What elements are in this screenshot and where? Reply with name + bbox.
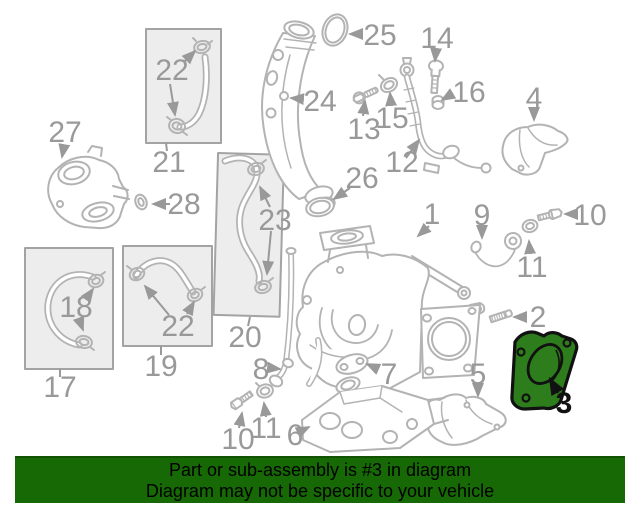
highlight-banner: Part or sub-assembly is #3 in diagram Di… <box>15 456 625 503</box>
part-7-gasket <box>335 353 369 375</box>
clamp-icon <box>87 271 106 289</box>
part-2-stud <box>488 309 513 324</box>
hose-19 <box>126 257 206 303</box>
part-11-ring-bottom <box>255 382 274 399</box>
callout-20: 20 <box>228 321 261 354</box>
part-26-ring <box>305 196 335 218</box>
callout-7: 7 <box>381 358 398 391</box>
part-6-assembly <box>301 337 449 453</box>
part-11-ring-top <box>521 218 539 234</box>
part-28-oring <box>134 193 148 211</box>
callout-28: 28 <box>167 188 200 221</box>
callout-19: 19 <box>144 350 177 383</box>
callout-10-top: 10 <box>573 199 606 232</box>
group-box-17 <box>24 247 114 370</box>
callout-27: 27 <box>48 116 81 149</box>
callout-line-3 <box>548 376 564 397</box>
callout-4: 4 <box>526 82 543 115</box>
clamp-icon <box>126 265 146 282</box>
callout-25: 25 <box>363 19 396 52</box>
callout-22: 22 <box>155 54 188 87</box>
callout-18: 18 <box>59 291 92 324</box>
part-1-turbocharger <box>295 225 486 397</box>
part-27-housing <box>47 145 130 230</box>
part-25-oring <box>321 13 349 47</box>
callout-5: 5 <box>470 358 487 391</box>
callout-2: 2 <box>530 301 547 334</box>
part-9-pipe <box>470 232 522 268</box>
clamp-icon <box>166 116 188 136</box>
callout-9: 9 <box>474 199 491 232</box>
part-12-oil-line <box>399 57 492 174</box>
part-8-return-tube <box>268 247 297 388</box>
hose-20 <box>221 154 274 295</box>
callout-1: 1 <box>424 198 441 231</box>
callout-16: 16 <box>452 76 485 109</box>
callout-15: 15 <box>375 102 408 135</box>
part-10-bolt-top <box>536 208 563 222</box>
callout-10-bottom: 10 <box>221 423 254 456</box>
clamp-icon <box>247 159 267 177</box>
part-10-bolt-bottom <box>229 390 254 411</box>
hose-21 <box>166 37 213 136</box>
callout-21: 21 <box>152 146 185 179</box>
callout-11-bottom: 11 <box>250 412 281 445</box>
hose-17 <box>44 271 106 351</box>
callout-24: 24 <box>303 85 336 118</box>
callout-14: 14 <box>420 22 453 55</box>
callout-26: 26 <box>345 162 378 195</box>
part-5-heat-shield <box>425 393 507 446</box>
callout-17: 17 <box>43 371 76 404</box>
callout-3-highlighted: 3 <box>556 387 573 420</box>
clamp-icon <box>254 277 274 295</box>
part-16-nut <box>431 95 445 110</box>
callout-11-top: 11 <box>516 251 547 284</box>
callout-lines <box>58 28 578 439</box>
part-14-bolt <box>428 59 444 95</box>
clamp-icon <box>192 37 213 55</box>
banner-line-1: Part or sub-assembly is #3 in diagram <box>168 459 472 480</box>
clamp-icon <box>186 286 206 303</box>
part-15-clamp <box>378 74 399 94</box>
callout-12: 12 <box>385 146 418 179</box>
callout-6: 6 <box>287 419 304 452</box>
callout-8: 8 <box>253 353 270 386</box>
callout-23: 23 <box>258 204 291 237</box>
callout-13: 13 <box>347 113 380 146</box>
callout-22b: 22 <box>161 310 194 343</box>
banner-line-2: Diagram may not be specific to your vehi… <box>145 480 495 501</box>
clamp-icon <box>75 334 95 351</box>
callout-labels: 22 21 27 28 23 20 24 25 26 13 15 14 16 1… <box>43 19 606 456</box>
part-4-heat-shield <box>501 123 569 176</box>
